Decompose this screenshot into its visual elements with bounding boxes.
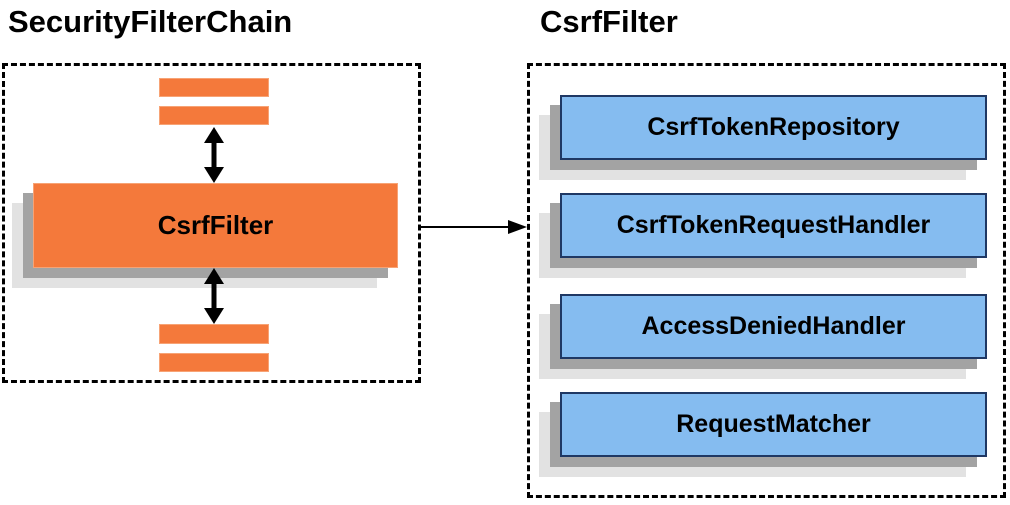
- component-csrf-token-request-handler: CsrfTokenRequestHandler: [560, 193, 987, 258]
- flow-arrow-icon: [421, 220, 527, 234]
- filter-bar: [159, 324, 269, 344]
- security-filter-chain-boundary: [2, 63, 421, 383]
- component-access-denied-handler: AccessDeniedHandler: [560, 294, 987, 359]
- security-filter-chain-title: SecurityFilterChain: [8, 4, 293, 39]
- double-arrow-icon: [204, 127, 224, 183]
- filter-bar: [159, 78, 269, 97]
- filter-bar: [159, 353, 269, 372]
- filter-bar: [159, 106, 269, 125]
- component-request-matcher: RequestMatcher: [560, 392, 987, 457]
- double-arrow-icon: [204, 268, 224, 324]
- csrf-filter-boundary: [527, 63, 1006, 498]
- csrf-filter-title: CsrfFilter: [540, 4, 678, 39]
- component-csrf-token-repository: CsrfTokenRepository: [560, 95, 987, 160]
- csrf-filter-node: CsrfFilter: [33, 183, 398, 268]
